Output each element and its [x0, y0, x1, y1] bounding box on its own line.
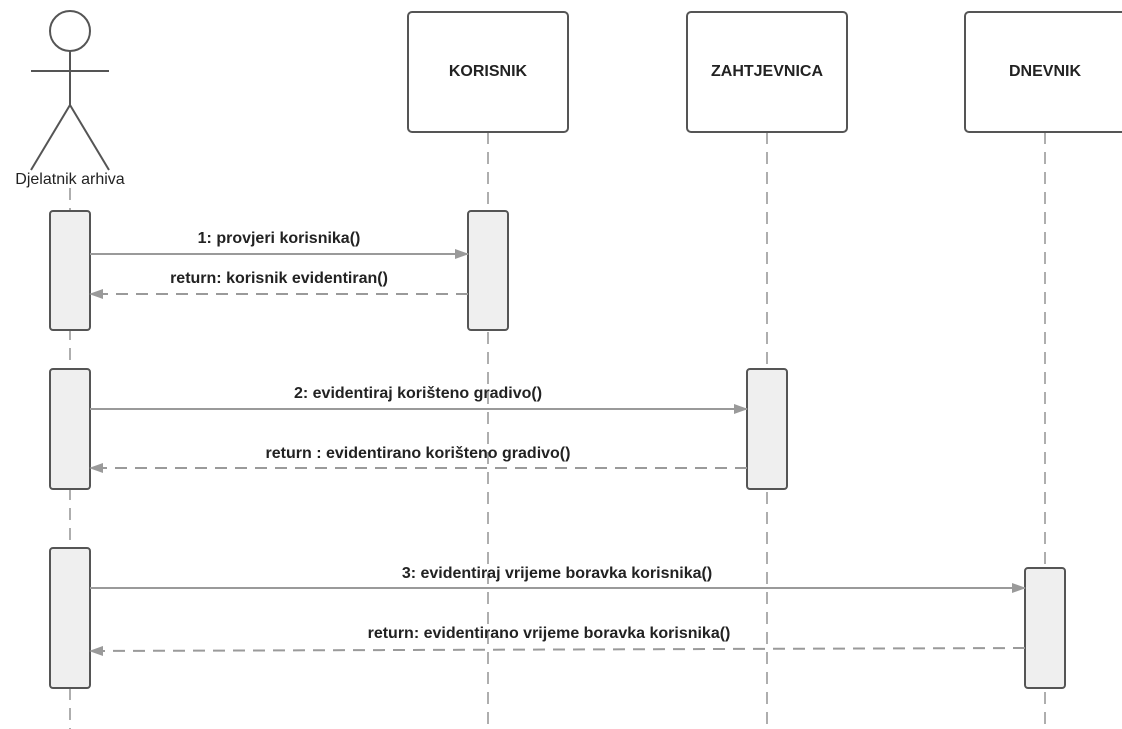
- message-label-4: return : evidentirano korišteno gradivo(…: [266, 445, 571, 462]
- activation-actor-1: [49, 210, 91, 331]
- actor-label: Djelatnik arhiva: [15, 171, 124, 188]
- message-label-6: return: evidentirano vrijeme boravka kor…: [368, 625, 731, 642]
- participant-korisnik-box: [407, 11, 569, 133]
- activation-actor-3: [49, 547, 91, 689]
- message-label-2: return: korisnik evidentiran(): [170, 270, 388, 287]
- participant-dnevnik-box: [964, 11, 1122, 133]
- actor-left-leg: [30, 104, 71, 171]
- activation-korisnik: [467, 210, 509, 331]
- participant-zahtjevnica-label: ZAHTJEVNICA: [711, 63, 823, 80]
- actor-right-leg: [69, 104, 110, 171]
- participant-zahtjevnica-box: [686, 11, 848, 133]
- activation-zahtjevnica: [746, 368, 788, 490]
- activation-dnevnik: [1024, 567, 1066, 689]
- participant-korisnik-label: KORISNIK: [449, 63, 528, 80]
- actor-head: [49, 10, 91, 52]
- message-label-5: 3: evidentiraj vrijeme boravka korisnika…: [402, 565, 712, 582]
- participant-dnevnik-label: DNEVNIK: [1009, 63, 1081, 80]
- activation-actor-2: [49, 368, 91, 490]
- message-label-1: 1: provjeri korisnika(): [198, 230, 361, 247]
- actor-figure: [30, 10, 110, 171]
- message-label-3: 2: evidentiraj korišteno gradivo(): [294, 385, 542, 402]
- message-arrow-6: [89, 645, 1026, 656]
